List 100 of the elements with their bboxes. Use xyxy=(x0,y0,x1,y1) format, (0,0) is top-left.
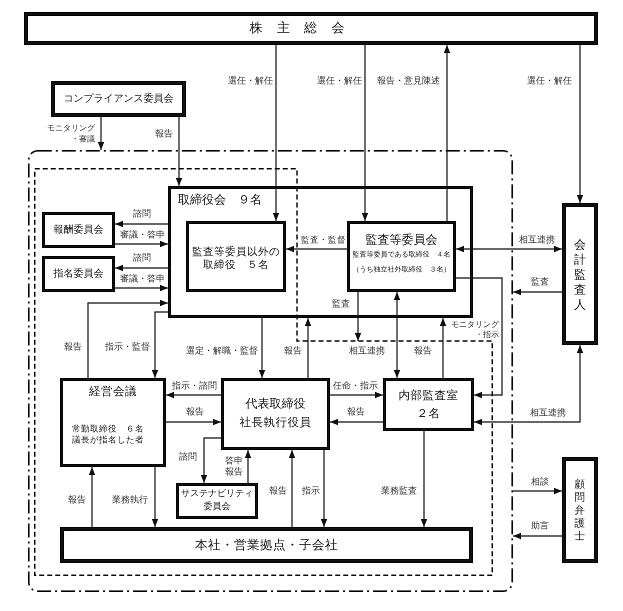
arrow xyxy=(576,45,584,203)
double-arrow xyxy=(474,345,584,426)
edge-label: 相互連携 xyxy=(530,408,566,420)
edge-label: 諮問 xyxy=(133,210,151,220)
arrow xyxy=(98,117,104,150)
arrow xyxy=(444,45,450,221)
edge-label: 選任・解任 xyxy=(527,76,572,88)
org-label: 株主総会 xyxy=(250,20,344,36)
edge-label: 業務監査 xyxy=(381,486,417,498)
arrow xyxy=(288,450,296,527)
org-box xyxy=(176,483,258,519)
org-label: 監査等委員会 xyxy=(366,232,438,248)
edge-label: 報告 xyxy=(414,346,432,358)
edge-label: 監査 xyxy=(332,300,350,310)
org-box xyxy=(51,81,186,117)
edge-label: 報告 xyxy=(269,486,287,498)
arrow xyxy=(420,431,428,527)
arrow xyxy=(513,488,562,494)
edge-label: 助言 xyxy=(531,522,549,532)
arrow xyxy=(166,418,221,426)
arrow xyxy=(200,437,221,483)
org-box xyxy=(24,12,598,45)
arrow xyxy=(115,220,168,228)
org-box xyxy=(168,186,473,318)
edge-label: 諮問 xyxy=(133,254,151,264)
edge-label: 報告 xyxy=(347,408,365,418)
org-box xyxy=(60,378,166,467)
arrow xyxy=(330,392,383,398)
edge-label: 報告 xyxy=(284,346,302,358)
member-note: 議長が指名した者 xyxy=(72,436,144,446)
org-label: 顧問弁護士 xyxy=(574,478,586,544)
arrow xyxy=(115,284,168,292)
edge-label: 任命・指示 xyxy=(333,382,378,392)
arrow xyxy=(244,450,252,483)
org-label: 会計監査人 xyxy=(574,238,586,312)
edge-label: 業務執行 xyxy=(112,496,148,506)
org-label: 本社・営業拠点・子会社 xyxy=(195,537,338,553)
edge-label: 報告・意見陳述 xyxy=(377,76,440,88)
arrow xyxy=(286,246,347,252)
double-arrow xyxy=(394,292,400,378)
edge-label: 相談 xyxy=(531,478,549,488)
org-label: 監査等委員以外の取締役 ５名 xyxy=(192,246,280,272)
arrow xyxy=(362,45,368,221)
org-box xyxy=(562,457,598,563)
edge-label: 選任・解任 xyxy=(228,76,273,88)
org-label: コンプライアンス委員会 xyxy=(64,92,174,106)
org-label: 報酬委員会 xyxy=(54,224,104,236)
org-label: 代表取締役 xyxy=(246,396,306,412)
org-label: 内部監査室 xyxy=(398,388,458,402)
edge-label: 指示・監督 xyxy=(105,342,150,354)
edge-label: 報告 xyxy=(68,496,86,506)
org-box xyxy=(42,256,115,292)
org-label: 経営会議 xyxy=(89,384,137,398)
arrow xyxy=(152,311,168,378)
arrow xyxy=(304,318,312,378)
edge-label: 諮問 xyxy=(179,452,197,464)
arrow xyxy=(115,264,168,272)
edge-label: 相互連携 xyxy=(519,236,555,246)
org-box xyxy=(186,221,286,292)
edge-label: 指示 xyxy=(302,486,320,498)
edge-label: 相互連携 xyxy=(349,346,385,358)
arrow xyxy=(513,288,562,296)
arrow xyxy=(115,240,168,248)
edge-label: モニタリング・審議 xyxy=(46,122,95,145)
member-note: 常勤取締役 ６名 xyxy=(72,424,144,436)
edge-label: 審議・答申 xyxy=(120,274,165,286)
edge-label: 報告 xyxy=(186,408,204,418)
double-arrow xyxy=(456,246,562,252)
org-label: 指名委員会 xyxy=(54,268,104,280)
arrow xyxy=(87,300,168,378)
org-label: ２名 xyxy=(416,406,440,420)
edge-label: 選任・解任 xyxy=(317,76,362,88)
arrow xyxy=(152,467,158,527)
arrow xyxy=(272,45,280,221)
edge-label: 監査・監督 xyxy=(301,236,346,246)
org-box xyxy=(383,378,474,431)
edge-label: 答申報告 xyxy=(224,456,244,479)
edge-label: 報告 xyxy=(155,130,173,140)
edge-label: 報告 xyxy=(64,342,82,354)
arrow xyxy=(440,318,446,378)
edge-label: モニタリング・指示 xyxy=(450,320,499,340)
org-box xyxy=(347,221,456,292)
edge-label: 指示・諮問 xyxy=(172,382,217,392)
org-label: 取締役会 ９名 xyxy=(178,192,262,208)
arrow xyxy=(88,467,96,527)
arrow xyxy=(354,292,362,341)
edge-label: 審議・答申 xyxy=(120,230,165,242)
arrow xyxy=(330,418,383,426)
edge-label: 監査 xyxy=(531,278,549,288)
arrow xyxy=(513,532,562,540)
arrow xyxy=(258,318,266,378)
org-box xyxy=(562,203,598,345)
arrow xyxy=(166,392,221,398)
edge-label: 選定・解職・監督 xyxy=(186,346,258,358)
arrow xyxy=(320,450,328,527)
org-box xyxy=(42,212,115,248)
arrow xyxy=(176,117,182,186)
arrow xyxy=(456,277,503,398)
org-label: 社長執行役員 xyxy=(240,415,312,429)
org-box xyxy=(60,527,473,563)
